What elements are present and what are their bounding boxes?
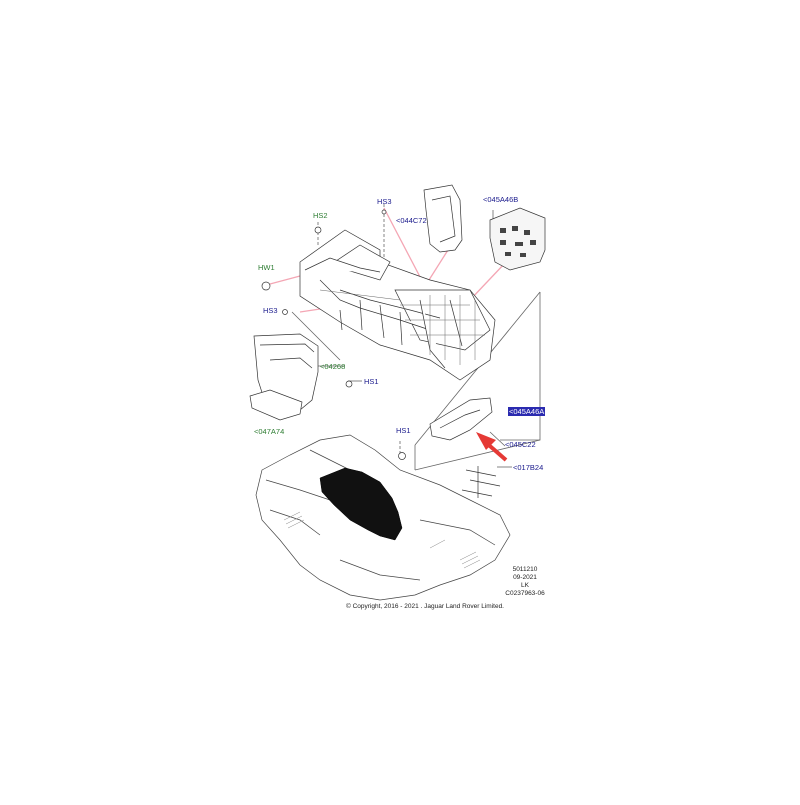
label-017b24: <017B24: [513, 463, 544, 472]
bracket-part: [489, 207, 546, 271]
label-045c22: <045C22: [505, 440, 536, 449]
mat-part: [249, 389, 303, 421]
label-045a46a-highlighted: <045A46A: [508, 407, 546, 416]
label-hs1-mid: HS1: [364, 377, 379, 386]
meta-block: 5011210 09-2021 LK C0237963-06: [500, 566, 550, 598]
label-hw1: HW1: [258, 263, 275, 272]
highlighted-tunnel: [319, 467, 403, 541]
floor-texture: [283, 511, 481, 569]
label-044c72: <044C72: [396, 216, 427, 225]
meta-ref: C0237963-06: [505, 590, 545, 597]
meta-code: 5011210: [512, 566, 538, 573]
meta-region: LK: [521, 582, 529, 589]
label-hs3-left: HS3: [263, 306, 278, 315]
side-bracket-part: [429, 397, 493, 441]
bin-part: [423, 184, 463, 253]
clips-part: [461, 466, 501, 498]
label-047a74: <047A74: [254, 427, 285, 436]
meta-date: 09-2021: [513, 574, 537, 581]
label-hs3-top: HS3: [377, 197, 392, 206]
fasteners: [261, 209, 406, 460]
label-hs1-low: HS1: [396, 426, 411, 435]
label-hs2: HS2: [313, 211, 328, 220]
label-045a46b: <045A46B: [483, 195, 519, 204]
red-arrow: [476, 432, 508, 462]
copyright-notice: © Copyright, 2016 - 2021 . Jaguar Land R…: [346, 603, 504, 610]
console-ribs: [319, 289, 485, 365]
label-04268: <04268: [320, 362, 346, 371]
